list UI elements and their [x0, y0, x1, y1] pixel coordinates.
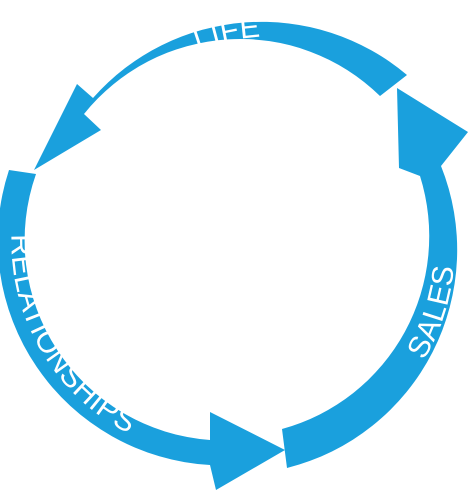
life-arrow: LIFE: [34, 11, 407, 170]
sales-arrow: SALES: [282, 88, 468, 468]
relationships-arrow-shape: [0, 170, 285, 490]
relationships-arrow: RELATIONSHIPS: [0, 170, 285, 490]
sales-arrow-shape: [282, 88, 468, 468]
sales-label: SALES: [401, 263, 461, 363]
sales-label-path: SALES: [401, 263, 461, 363]
life-label: LIFE: [189, 11, 262, 57]
life-label-path: LIFE: [189, 11, 261, 57]
